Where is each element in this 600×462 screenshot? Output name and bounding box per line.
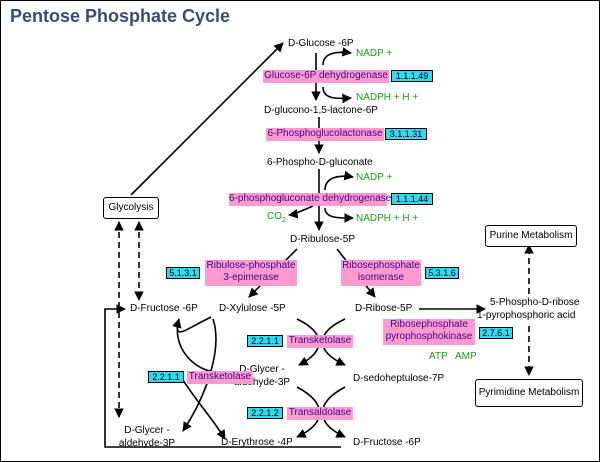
enzyme-transketolase-left[interactable]: Transketolase	[187, 371, 253, 384]
node-g3p-left-line2: aldehyde-3P	[118, 438, 176, 449]
cofactor-co2: CO2	[267, 211, 286, 224]
enzyme-pgl[interactable]: 6-Phosphoglucolactonase	[266, 128, 384, 141]
enzyme-transaldolase[interactable]: Transaldolase	[287, 407, 353, 420]
enzyme-rpe-line1: Ribulose-phosphate	[206, 260, 296, 271]
arrow-glycolysis-to-glucose6p	[130, 42, 284, 196]
node-ribulose5p: D-Ribulose-5P	[290, 234, 356, 245]
arrow-tkt-left-to-f6p	[172, 316, 212, 333]
node-glucose6p: D-Glucose -6P	[288, 38, 354, 49]
arrow-nadp2-in	[324, 170, 354, 191]
pathway-purine-metabolism[interactable]: Purine Metabolism	[485, 225, 577, 247]
node-fructose6p-left: D-Fructose -6P	[130, 303, 198, 314]
node-prpp-line2: 1-pyrophosphoric acid	[477, 310, 576, 321]
ec-transketolase-mid[interactable]: 2.2.1.1	[247, 335, 283, 347]
ec-rpi[interactable]: 5.3.1.6	[425, 267, 459, 279]
ec-g6pd[interactable]: 1.1.1.49	[391, 70, 433, 82]
enzyme-g6pd[interactable]: Glucose-6P dehydrogenase	[263, 70, 389, 83]
pathway-glycolysis[interactable]: Glycolysis	[103, 197, 159, 219]
arrow-nadph1-out	[322, 86, 352, 104]
node-prpp-line1: 5-Phospho-D-ribose	[490, 297, 580, 308]
cofactor-nadph-2: NADPH + H +	[356, 213, 419, 224]
cofactor-nadp-2: NADP +	[356, 172, 393, 183]
node-gluconate: 6-Phospho-D-gluconate	[267, 157, 373, 168]
ec-rpe[interactable]: 5.1.3.1	[166, 267, 200, 279]
cofactor-atp: ATP	[429, 351, 448, 362]
arrow-co2-out	[288, 205, 314, 219]
node-erythrose4p: D-Erythrose -4P	[221, 437, 293, 448]
page-title: Pentose Phosphate Cycle	[10, 6, 231, 26]
enzyme-rpi-line2: isomerase	[357, 272, 405, 283]
arrow-tkt-left-c	[180, 376, 226, 440]
cofactor-nadp-1: NADP +	[356, 48, 393, 59]
enzyme-rpe[interactable]: Ribulose-phosphate 3-epimerase	[205, 260, 297, 286]
node-fructose6p-bottom: D-Fructose -6P	[353, 437, 421, 448]
ec-transketolase-left[interactable]: 2.2.1.1	[148, 371, 184, 383]
ec-prps[interactable]: 2.7.6.1	[479, 327, 513, 339]
enzyme-transketolase-mid[interactable]: Transketolase	[287, 335, 353, 348]
enzyme-prps-line2: pyrophosphokinase	[385, 331, 473, 342]
node-g3p-left-line1: D-Glycer -	[124, 425, 170, 436]
enzyme-rpe-line2: 3-epimerase	[223, 272, 279, 283]
node-ribose5p: D-Ribose-5P	[355, 303, 413, 314]
node-xylulose5p: D-Xylulose -5P	[219, 303, 286, 314]
ec-transaldolase[interactable]: 2.2.1.2	[247, 407, 283, 419]
enzyme-pgd[interactable]: 6-phosphogluconate dehydrogenase	[229, 193, 392, 206]
node-g3p-mid-line1: D-Glycer -	[239, 364, 285, 375]
enzyme-rpi-line1: Ribosephosphate	[342, 260, 420, 271]
enzyme-rpi[interactable]: Ribosephosphate isomerase	[341, 260, 421, 286]
ec-pgd[interactable]: 1.1.1.44	[391, 193, 433, 205]
node-g3p-mid-line2: aldehyde-3P	[233, 377, 291, 388]
node-sedoheptulose7p: D-sedoheptulose-7P	[353, 373, 445, 384]
arrow-nadp1-in	[322, 47, 352, 66]
pathway-pyrimidine-metabolism[interactable]: Pyrimidine Metabolism	[475, 379, 583, 407]
ec-pgl[interactable]: 3.1.1.31	[385, 128, 427, 140]
node-lactone: D-glucono-1,5-lactone-6P	[264, 105, 378, 116]
enzyme-prps-line1: Ribosephosphate	[390, 319, 468, 330]
cofactor-amp: AMP	[455, 351, 477, 362]
enzyme-prps[interactable]: Ribosephosphate pyrophosphokinase	[383, 319, 475, 345]
arrow-nadph2-out	[324, 207, 354, 223]
cofactor-nadph-1: NADPH + H +	[356, 92, 419, 103]
